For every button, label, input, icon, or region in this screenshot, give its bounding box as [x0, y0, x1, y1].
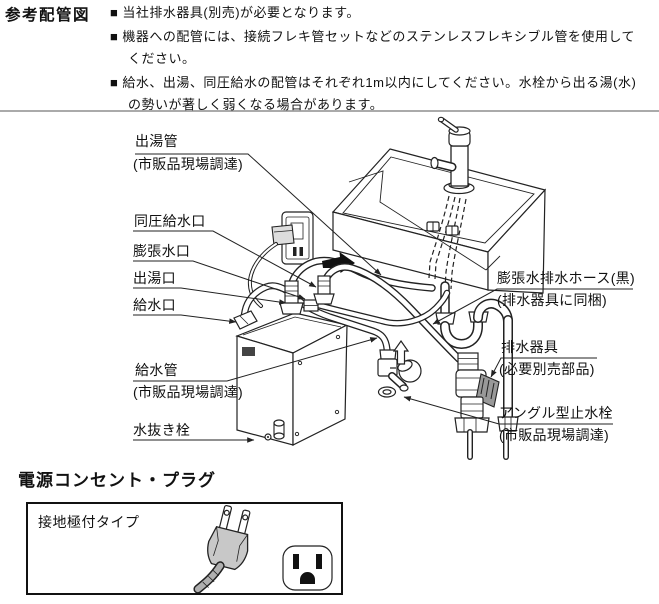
drain-fitting-unit [454, 352, 500, 460]
label-drain-fitting: 排水器具 [501, 339, 559, 355]
water-heater-unit [235, 312, 349, 446]
bullet-icon: ■ [110, 5, 119, 20]
label-expansion-drain-hose: 膨張水排水ホース(黒) [497, 270, 635, 286]
label-expansion-drain-hose-note: (排水器具に同梱) [497, 292, 608, 308]
expansion-fitting [317, 275, 331, 296]
bullet-icon: ■ [110, 29, 119, 44]
section-title: 参考配管図 [5, 7, 91, 24]
label-hot-water-pipe: 出湯管 [135, 133, 178, 149]
note-item: ■給水、出湯、同圧給水の配管はそれぞれ1m以内にしてください。水栓から出る湯(水… [110, 75, 637, 112]
angle-stop-valve-assembly [239, 282, 422, 398]
notes-list: ■当社排水器具(別売)が必要となります。 ■機器への配管には、接続フレキ管セット… [110, 2, 640, 118]
grounded-plug-icon [193, 504, 251, 594]
note-item: ■当社排水器具(別売)が必要となります。 [110, 5, 360, 20]
faucet-hoses-hidden [426, 195, 467, 290]
label-angle-stop-valve-note: (市販品現場調達) [499, 427, 610, 443]
label-supply-pipe: 給水管 [135, 362, 178, 378]
label-drain-plug: 水抜き栓 [133, 422, 191, 438]
faucet [430, 116, 475, 195]
label-water-inlet: 給水口 [133, 297, 176, 313]
power-type-box: 接地極付タイプ [26, 502, 343, 595]
label-drain-fitting-note: (必要別売部品) [499, 361, 595, 377]
power-plug-inserted [271, 224, 295, 246]
power-section-heading: 電源コンセント・プラグ [18, 471, 216, 490]
label-equal-pressure-inlet: 同圧給水口 [134, 213, 206, 229]
bullet-icon: ■ [110, 75, 119, 90]
heater-fittings [233, 275, 335, 330]
sink [331, 148, 547, 294]
label-expansion-port: 膨張水口 [133, 243, 191, 259]
expansion-hose [319, 263, 463, 363]
wall-outlet [247, 211, 314, 308]
label-hot-water-outlet: 出湯口 [133, 270, 176, 286]
grounded-outlet-icon [282, 545, 333, 591]
note-item: ■機器への配管には、接続フレキ管セットなどのステンレスフレキシブル管を使用してく… [110, 29, 635, 66]
label-supply-pipe-note: (市販品現場調達) [133, 384, 244, 400]
power-type-label: 接地極付タイプ [38, 514, 140, 530]
label-hot-water-pipe-note: (市販品現場調達) [133, 156, 244, 172]
leader-lines [133, 153, 633, 443]
up-arrow [392, 339, 410, 365]
label-angle-stop-valve: アングル型止水栓 [499, 405, 613, 421]
water-inlet-fitting [233, 310, 258, 330]
equal-pressure-pipe [310, 289, 451, 327]
drain-plug [264, 419, 285, 441]
